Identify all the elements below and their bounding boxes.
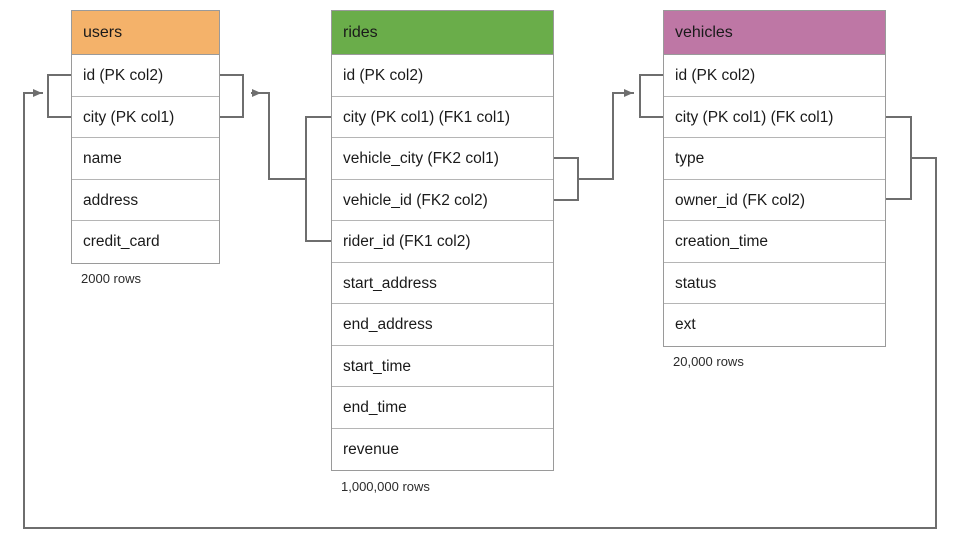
table-rides-column-rider-id[interactable]: rider_id (FK1 col2) [332, 221, 553, 263]
table-users-column-credit-card[interactable]: credit_card [72, 221, 219, 263]
table-rides-column-vehicle-city[interactable]: vehicle_city (FK2 col1) [332, 138, 553, 180]
table-users-header: users [72, 11, 219, 55]
table-vehicles-column-type[interactable]: type [664, 138, 885, 180]
table-rides-column-start-address[interactable]: start_address [332, 262, 553, 304]
table-users[interactable]: users id (PK col2) city (PK col1) name a… [71, 10, 220, 264]
table-rides-column-start-time[interactable]: start_time [332, 345, 553, 387]
table-vehicles-column-city[interactable]: city (PK col1) (FK col1) [664, 96, 885, 138]
table-vehicles-column-ext[interactable]: ext [664, 304, 885, 346]
connector-rides-fk2-to-vehicles [553, 89, 634, 201]
table-vehicles-column-creation-time[interactable]: creation_time [664, 221, 885, 263]
connector-rides-fk1-to-users [251, 89, 332, 242]
table-rides-column-id[interactable]: id (PK col2) [332, 55, 553, 97]
table-vehicles-column-owner-id[interactable]: owner_id (FK col2) [664, 179, 885, 221]
table-users-column-id[interactable]: id (PK col2) [72, 55, 219, 97]
table-vehicles-column-status[interactable]: status [664, 262, 885, 304]
table-users-column-name[interactable]: name [72, 138, 219, 180]
table-vehicles-row-count: 20,000 rows [673, 354, 744, 369]
table-rides-column-vehicle-id[interactable]: vehicle_id (FK2 col2) [332, 179, 553, 221]
vehicles-left-bracket [639, 74, 664, 118]
users-left-bracket [47, 74, 72, 118]
users-right-bracket [219, 74, 244, 118]
table-rides[interactable]: rides id (PK col2) city (PK col1) (FK1 c… [331, 10, 554, 471]
table-rides-column-revenue[interactable]: revenue [332, 428, 553, 470]
table-rides-row-count: 1,000,000 rows [341, 479, 430, 494]
table-users-column-address[interactable]: address [72, 179, 219, 221]
table-users-row-count: 2000 rows [81, 271, 141, 286]
table-rides-column-end-time[interactable]: end_time [332, 387, 553, 429]
table-vehicles[interactable]: vehicles id (PK col2) city (PK col1) (FK… [663, 10, 886, 347]
table-rides-header: rides [332, 11, 553, 55]
table-users-column-city[interactable]: city (PK col1) [72, 96, 219, 138]
table-vehicles-header: vehicles [664, 11, 885, 55]
table-rides-column-end-address[interactable]: end_address [332, 304, 553, 346]
table-vehicles-column-id[interactable]: id (PK col2) [664, 55, 885, 97]
table-rides-column-city[interactable]: city (PK col1) (FK1 col1) [332, 96, 553, 138]
